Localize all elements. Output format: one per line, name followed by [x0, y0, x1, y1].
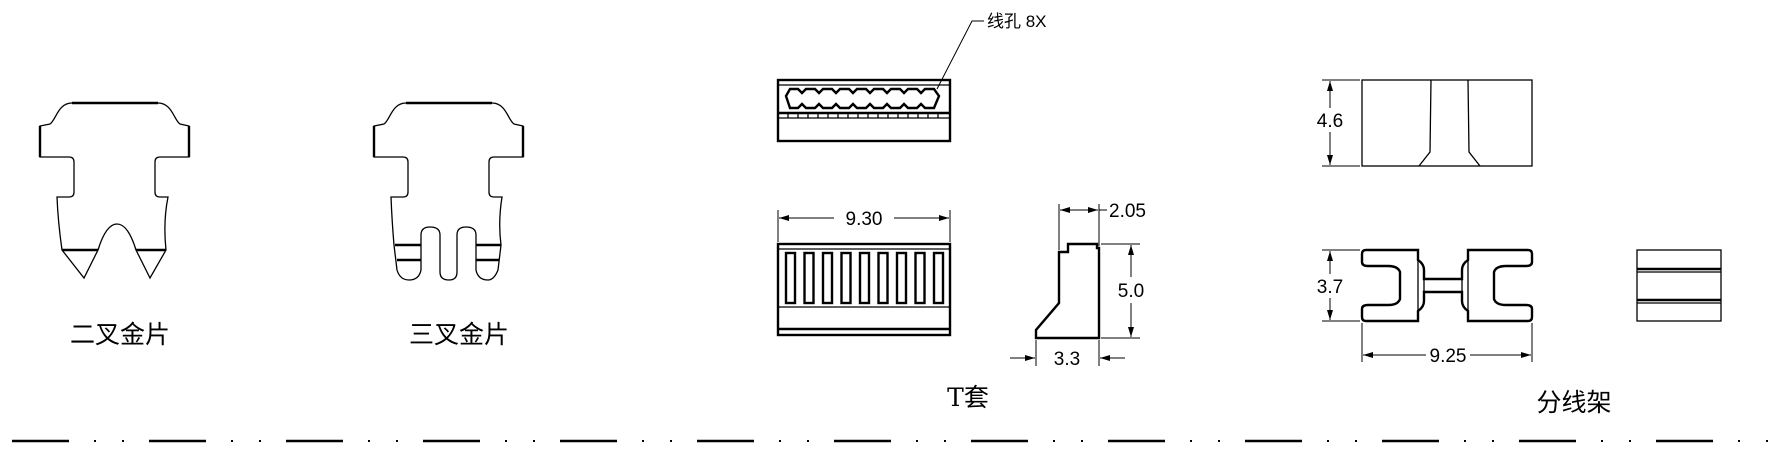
wire-slot	[821, 251, 834, 305]
t-housing-top-dim: 2.05	[1109, 201, 1146, 222]
t-housing-label: T套	[947, 383, 989, 412]
wire-splitter-height-dim: 4.6	[1317, 111, 1343, 132]
wire-slot	[877, 251, 889, 305]
t-housing-top-view	[776, 20, 984, 143]
t-housing-side-view	[1010, 204, 1140, 366]
wire-splitter-width-dim: 9.25	[1430, 346, 1467, 367]
t-housing-base-dim: 3.3	[1054, 349, 1080, 370]
wire-splitter-side-view	[1636, 249, 1722, 322]
wire-slot	[914, 251, 926, 305]
wire-splitter-profile-view	[1322, 248, 1534, 362]
two-fork-terminal-drawing	[38, 101, 191, 280]
wire-slot	[840, 251, 852, 305]
wire-splitter-profile-dim: 3.7	[1317, 277, 1343, 298]
wire-splitter-top-view	[1322, 79, 1533, 167]
wire-slot	[858, 251, 871, 305]
hole-count-note: 线孔 8X	[987, 12, 1047, 31]
wire-slot	[784, 251, 797, 305]
t-housing-height-dim: 5.0	[1118, 281, 1144, 302]
wire-splitter-label: 分线架	[1536, 388, 1611, 417]
three-fork-terminal-label: 三叉金片	[409, 320, 509, 349]
wire-slot	[895, 251, 908, 305]
wire-slot	[932, 251, 945, 305]
t-housing-width-dim: 9.30	[846, 209, 883, 230]
wire-slot	[803, 251, 815, 305]
three-fork-terminal-drawing	[372, 101, 525, 281]
two-fork-terminal-label: 二叉金片	[70, 320, 170, 349]
t-housing-front-view	[776, 210, 952, 337]
